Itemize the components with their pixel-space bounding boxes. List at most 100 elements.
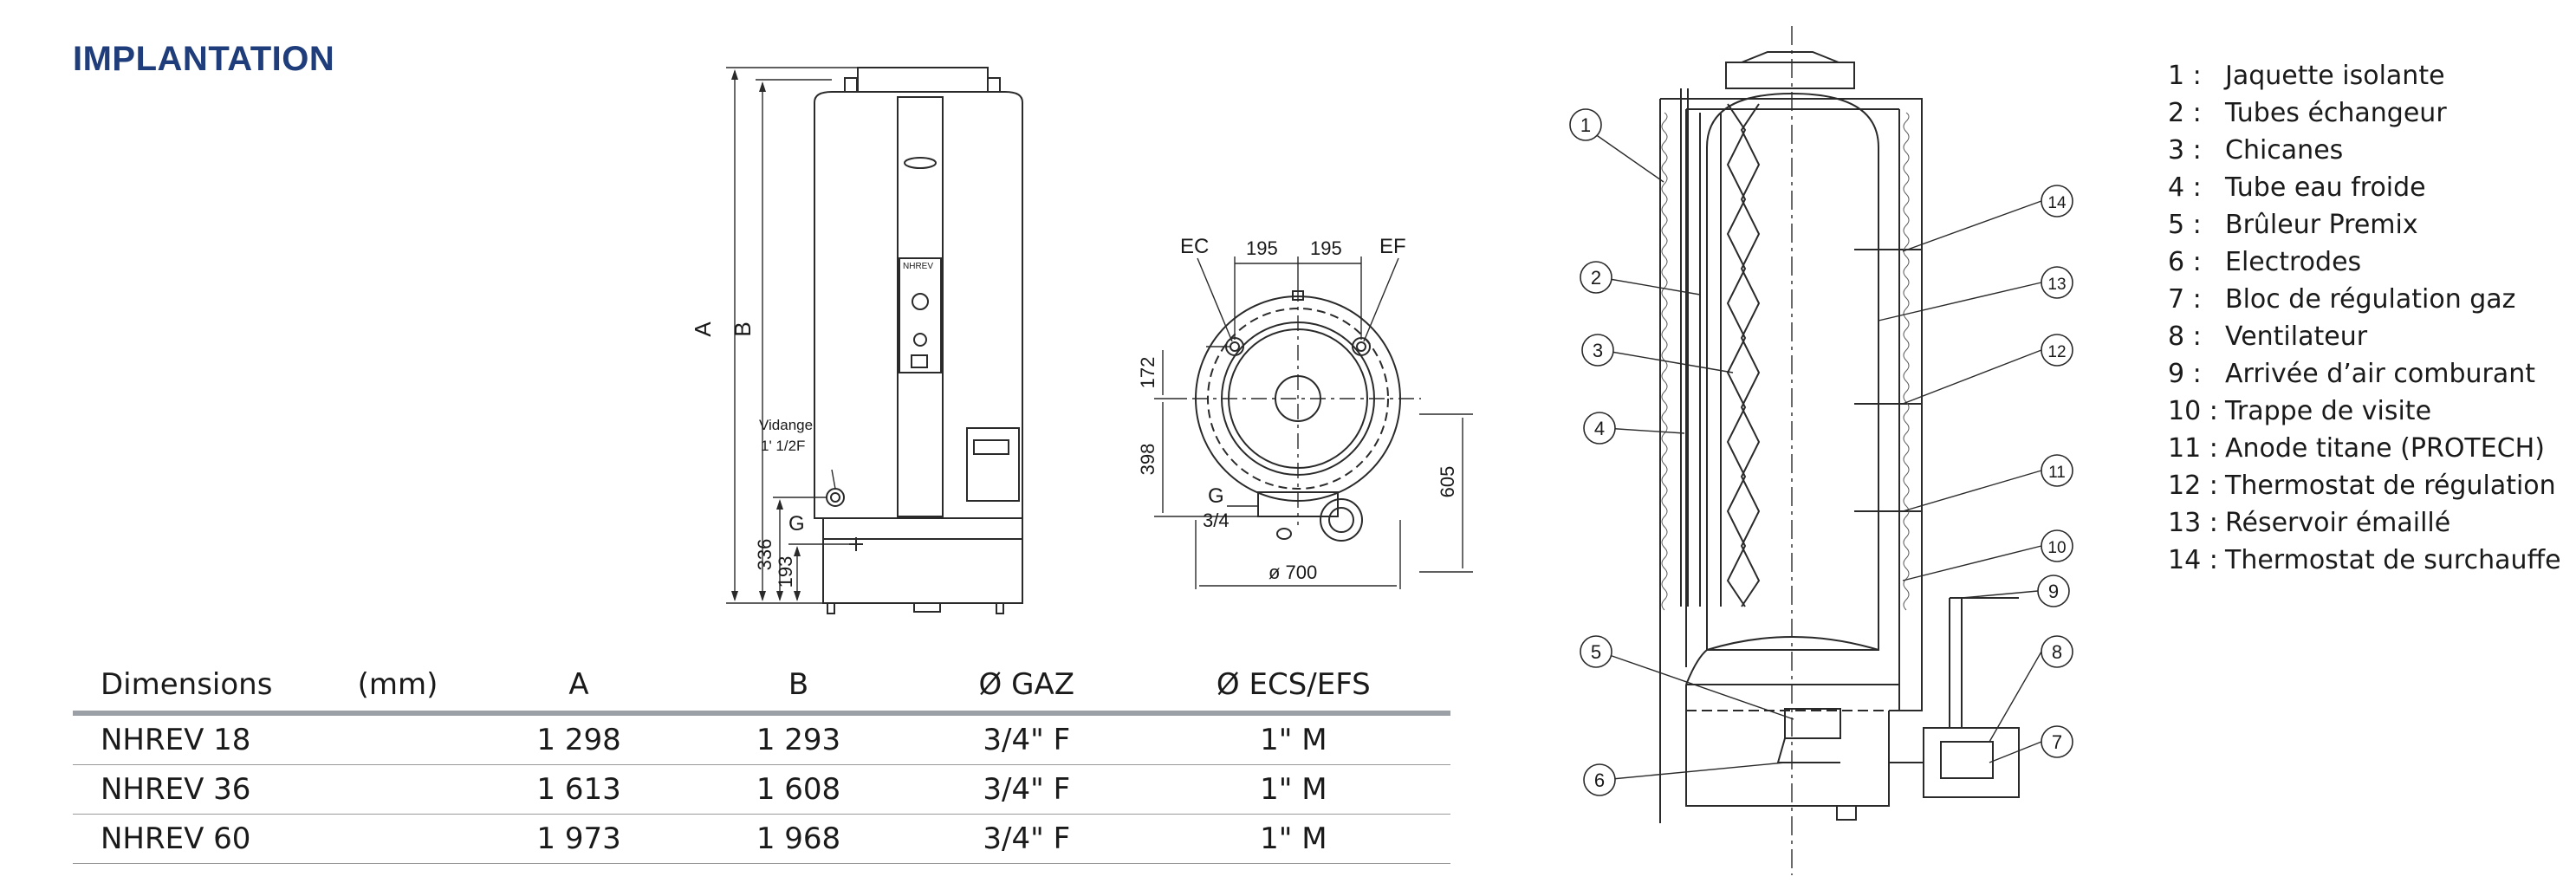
legend-number: 1 :	[2168, 61, 2202, 91]
callout-13: 13	[2047, 276, 2066, 294]
dim-398: 398	[1137, 444, 1158, 476]
table-row: NHREV 36 1 613 1 608 3/4" F 1" M	[73, 764, 1450, 815]
callout-7: 7	[2052, 731, 2062, 753]
dim-605: 605	[1437, 466, 1458, 498]
legend-item: 10 :Trappe de visite	[2168, 393, 2561, 430]
legend-item: 11 :Anode titane (PROTECH)	[2168, 430, 2561, 467]
header-gaz: Ø GAZ	[978, 667, 1075, 702]
legend-text: Tube eau froide	[2225, 172, 2426, 203]
callout-4: 4	[1594, 418, 1605, 439]
legend-number: 3 :	[2168, 135, 2202, 166]
cell-unit	[357, 764, 477, 815]
cell-model: NHREV 18	[73, 713, 358, 765]
dim-172: 172	[1137, 357, 1158, 389]
callout-6: 6	[1594, 769, 1605, 791]
legend-item: 8 : Ventilateur	[2168, 318, 2561, 355]
legend-item: 5 :Brûleur Premix	[2168, 206, 2561, 243]
section-title: IMPLANTATION	[73, 40, 335, 78]
legend-number: 10 :	[2168, 396, 2218, 426]
gas-label-front: G	[788, 512, 805, 536]
component-legend: 1 :Jaquette isolante 2 :Tubes échangeur …	[2168, 57, 2561, 579]
callout-12: 12	[2047, 343, 2066, 361]
dim-label-b: B	[730, 321, 756, 336]
legend-item: 9 : Arrivée d’air comburant	[2168, 355, 2561, 393]
callout-9: 9	[2048, 581, 2059, 602]
top-view-drawing: EC EF 195 195 172 398 605 G 3/4 ø 700	[1137, 235, 1473, 589]
legend-number: 11 :	[2168, 433, 2218, 464]
cell-gaz: 3/4" F	[916, 764, 1137, 815]
callout-11: 11	[2048, 464, 2066, 482]
drain-size: 1' 1/2F	[761, 438, 805, 454]
legend-item: 7 : Bloc de régulation gaz	[2168, 281, 2561, 318]
legend-text: Thermostat de régulation	[2225, 471, 2556, 501]
legend-text: Réservoir émaillé	[2225, 508, 2451, 538]
legend-text: Arrivée d’air comburant	[2225, 359, 2535, 389]
legend-number: 6 :	[2168, 247, 2202, 277]
legend-item: 12 :Thermostat de régulation	[2168, 467, 2561, 504]
cell-b: 1 968	[680, 814, 917, 864]
cell-model: NHREV 60	[73, 814, 358, 864]
legend-number: 9 :	[2168, 359, 2202, 389]
cell-gaz: 3/4" F	[916, 713, 1137, 765]
dimensions-table: Dimensions (mm) A B Ø GAZ Ø ECS/EFS NHRE…	[73, 659, 1450, 864]
cell-ecs: 1" M	[1136, 713, 1450, 765]
legend-number: 8 :	[2168, 321, 2202, 352]
header-ecs-efs: Ø ECS/EFS	[1216, 667, 1371, 702]
legend-text: Ventilateur	[2225, 321, 2368, 352]
callout-1: 1	[1580, 114, 1591, 136]
callout-5: 5	[1591, 641, 1601, 663]
cell-unit	[357, 814, 477, 864]
dim-336: 336	[754, 539, 775, 571]
legend-text: Trappe de visite	[2225, 396, 2432, 426]
legend-number: 2 :	[2168, 98, 2202, 128]
cell-a: 1 613	[477, 764, 681, 815]
panel-title: NHREV	[903, 262, 933, 271]
label-ef: EF	[1379, 235, 1406, 258]
legend-text: Brûleur Premix	[2225, 210, 2418, 240]
legend-item: 3 : Chicanes	[2168, 132, 2561, 169]
callout-3: 3	[1593, 340, 1603, 361]
legend-item: 13 :Réservoir émaillé	[2168, 504, 2561, 542]
drain-label: Vidange	[759, 417, 813, 433]
legend-item: 4 : Tube eau froide	[2168, 169, 2561, 206]
gas-label-top: G	[1208, 484, 1224, 508]
gas-size-top: 3/4	[1203, 510, 1230, 531]
callout-10: 10	[2047, 539, 2066, 557]
legend-text: Jaquette isolante	[2225, 61, 2445, 91]
header-unit: (mm)	[357, 667, 438, 702]
table-row: NHREV 60 1 973 1 968 3/4" F 1" M	[73, 814, 1450, 864]
legend-text: Thermostat de surchauffe	[2225, 545, 2561, 575]
callout-2: 2	[1591, 267, 1601, 289]
legend-item: 2 : Tubes échangeur	[2168, 94, 2561, 132]
legend-number: 7 :	[2168, 284, 2202, 315]
legend-text: Tubes échangeur	[2225, 98, 2447, 128]
dim-195-left: 195	[1246, 237, 1278, 259]
legend-number: 13 :	[2168, 508, 2218, 538]
diameter-label: ø 700	[1269, 562, 1317, 583]
cell-model: NHREV 36	[73, 764, 358, 815]
callout-8: 8	[2052, 641, 2062, 663]
legend-text: Anode titane (PROTECH)	[2225, 433, 2545, 464]
section-view-drawing: 1 2 3 4 5 6 7 8 9 10 11 12 13 14	[1569, 26, 2073, 875]
front-view-drawing: A B Vidange 1' 1/2F G 336 193 NHREV	[690, 67, 1023, 614]
dim-195-right: 195	[1310, 237, 1342, 259]
header-dimensions: Dimensions	[101, 667, 273, 702]
cell-b: 1 608	[680, 764, 917, 815]
cell-b: 1 293	[680, 713, 917, 765]
legend-item: 14 :Thermostat de surchauffe	[2168, 542, 2561, 579]
legend-number: 4 :	[2168, 172, 2202, 203]
legend-text: Chicanes	[2225, 135, 2344, 166]
cell-unit	[357, 713, 477, 765]
cell-ecs: 1" M	[1136, 814, 1450, 864]
dim-label-a: A	[690, 321, 716, 337]
legend-item: 6 : Electrodes	[2168, 243, 2561, 281]
dim-193: 193	[775, 556, 796, 588]
legend-text: Electrodes	[2225, 247, 2362, 277]
callout-14: 14	[2047, 194, 2067, 212]
legend-number: 12 :	[2168, 471, 2218, 501]
legend-text: Bloc de régulation gaz	[2225, 284, 2516, 315]
legend-item: 1 : Jaquette isolante	[2168, 57, 2561, 94]
cell-ecs: 1" M	[1136, 764, 1450, 815]
table-row: NHREV 18 1 298 1 293 3/4" F 1" M	[73, 713, 1450, 765]
header-a: A	[568, 667, 589, 702]
